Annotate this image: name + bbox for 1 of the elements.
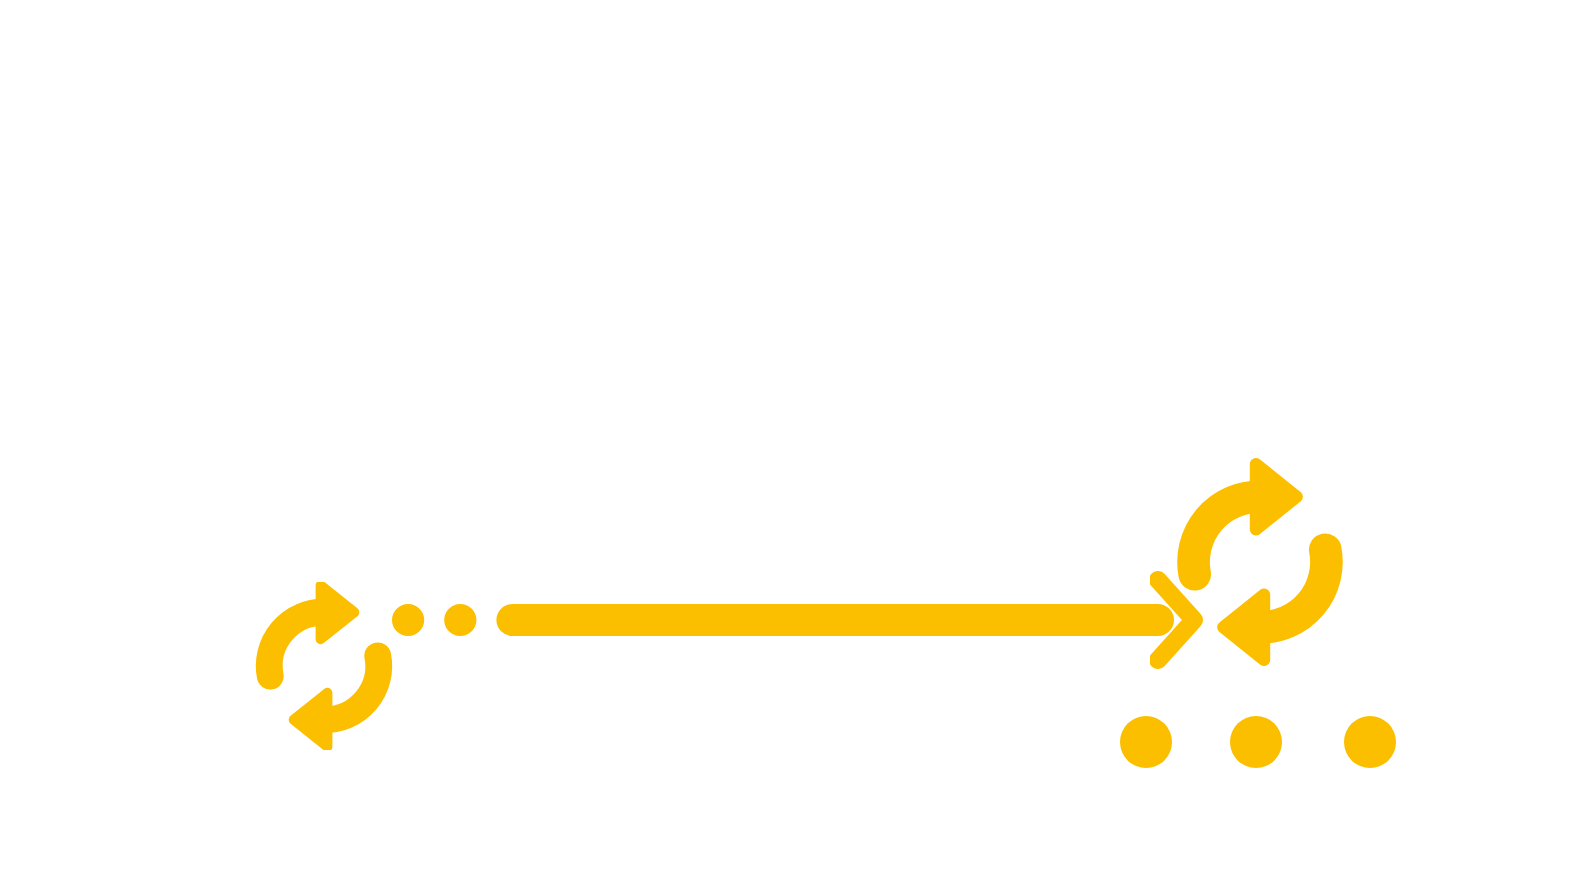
arrow [392,571,1203,669]
